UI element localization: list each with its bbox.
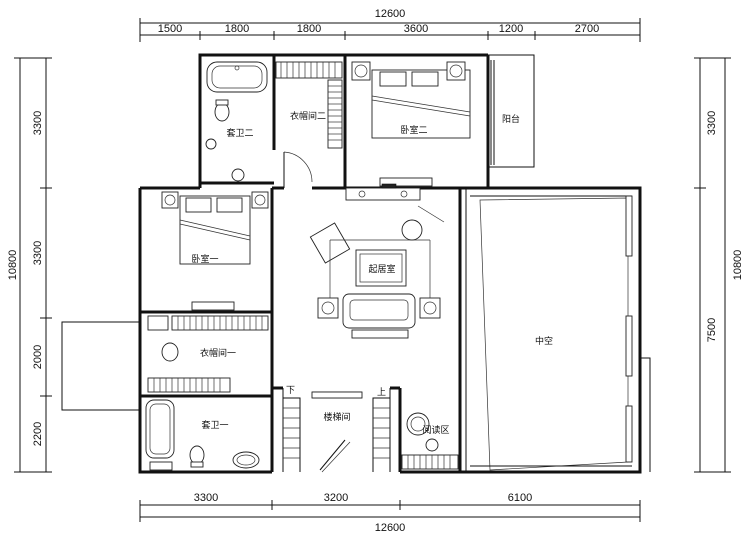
cabinet-icon xyxy=(147,315,169,331)
bottom-total-dimension: 12600 xyxy=(375,522,406,534)
bottom-dimension-2: 3200 xyxy=(324,492,348,504)
bottom-dimension-1: 3300 xyxy=(194,492,218,504)
top-dimension-3: 1800 xyxy=(297,23,321,35)
stairwell: 楼梯间 下 上 xyxy=(282,386,391,473)
suite-bathroom-2: 套卫二 xyxy=(205,61,268,184)
bathtub-icon xyxy=(206,61,268,93)
cloakroom-2-label: 衣帽间二 xyxy=(290,110,326,122)
rug-edge-icon xyxy=(351,329,409,339)
sink-icon xyxy=(232,451,260,469)
void-label: 中空 xyxy=(535,335,553,347)
void-area: 中空 xyxy=(470,195,651,472)
window-icon xyxy=(625,195,633,257)
nightstand-icon xyxy=(351,61,371,81)
living-room-label: 起居室 xyxy=(368,263,395,275)
nightstand-icon xyxy=(446,61,466,81)
coffee-table-icon xyxy=(355,249,407,287)
side-table-icon xyxy=(419,297,441,319)
left-dimension-chain: 10800 3300 3300 2000 2200 xyxy=(7,57,52,473)
right-dimension-2: 7500 xyxy=(706,318,718,342)
bedroom-1: 卧室一 xyxy=(161,191,269,311)
toilet-icon xyxy=(161,342,179,362)
wardrobe-icon xyxy=(147,377,231,393)
left-dimension-3: 2000 xyxy=(32,345,44,369)
lamp-icon xyxy=(401,219,423,241)
stair-landing-icon xyxy=(311,391,363,399)
left-total-dimension: 10800 xyxy=(7,250,19,281)
toilet-icon xyxy=(189,445,205,465)
left-dimension-4: 2200 xyxy=(32,422,44,446)
pillow-icon xyxy=(216,197,243,213)
pillow-icon xyxy=(411,71,439,87)
reading-chair-icon xyxy=(406,412,430,436)
suite-bathroom-1: 套卫一 xyxy=(145,399,260,471)
side-table-icon xyxy=(425,438,439,452)
window-icon xyxy=(625,315,633,377)
suite-bathroom-1-label: 套卫一 xyxy=(201,419,228,431)
top-total-dimension: 12600 xyxy=(375,8,406,20)
sofa-icon xyxy=(342,293,416,329)
shower-icon xyxy=(205,138,217,150)
balcony: 阳台 xyxy=(487,54,535,168)
top-dimension-2: 1800 xyxy=(225,23,249,35)
sink-icon xyxy=(231,168,245,182)
cabinet-icon xyxy=(149,461,173,471)
bathtub-icon xyxy=(145,399,175,459)
bookshelf-icon xyxy=(401,454,459,470)
tv-cabinet-icon xyxy=(345,187,421,201)
bedroom-2: 卧室二 xyxy=(351,61,471,187)
bottom-dimension-3: 6100 xyxy=(508,492,532,504)
nightstand-icon xyxy=(161,191,179,209)
dresser-icon xyxy=(379,177,433,187)
interior-walls xyxy=(140,55,467,472)
top-dimension-1: 1500 xyxy=(158,23,182,35)
left-dimension-2: 3300 xyxy=(32,241,44,265)
cloakroom-1-label: 衣帽间一 xyxy=(200,347,236,359)
wardrobe-icon xyxy=(275,61,343,79)
pillow-icon xyxy=(379,71,407,87)
left-dimension-1: 3300 xyxy=(32,111,44,135)
side-table-icon xyxy=(317,297,339,319)
living-room: 起居室 xyxy=(309,183,445,339)
top-dimension-4: 3600 xyxy=(404,23,428,35)
nightstand-icon xyxy=(251,191,269,209)
stair-down-label: 下 xyxy=(286,386,295,396)
top-dimension-chain: 12600 1500 1800 1800 3600 1200 2700 xyxy=(139,8,641,42)
right-dimension-chain: 3300 7500 10800 xyxy=(694,57,744,473)
top-dimension-5: 1200 xyxy=(499,23,523,35)
right-total-dimension: 10800 xyxy=(732,250,744,281)
toilet-icon xyxy=(214,102,230,122)
reading-area: 阅读区 xyxy=(401,412,459,470)
window-icon xyxy=(625,405,633,463)
cloakroom-1: 衣帽间一 xyxy=(61,315,269,411)
cloakroom-2: 衣帽间二 xyxy=(275,61,343,188)
stairwell-label: 楼梯间 xyxy=(323,411,350,423)
pillow-icon xyxy=(185,197,212,213)
wardrobe-icon xyxy=(327,79,343,149)
suite-bathroom-2-label: 套卫二 xyxy=(226,127,253,139)
top-dimension-6: 2700 xyxy=(575,23,599,35)
right-dimension-1: 3300 xyxy=(706,111,718,135)
bedroom-2-label: 卧室二 xyxy=(400,124,427,136)
bedroom-1-label: 卧室一 xyxy=(191,253,218,265)
reading-area-label: 阅读区 xyxy=(422,424,449,436)
dresser-icon xyxy=(191,301,235,311)
bottom-dimension-chain: 3300 3200 6100 12600 xyxy=(139,492,641,534)
door-swing-icon xyxy=(283,151,313,183)
balcony-label: 阳台 xyxy=(502,113,520,125)
stair-up-label: 上 xyxy=(377,387,386,398)
